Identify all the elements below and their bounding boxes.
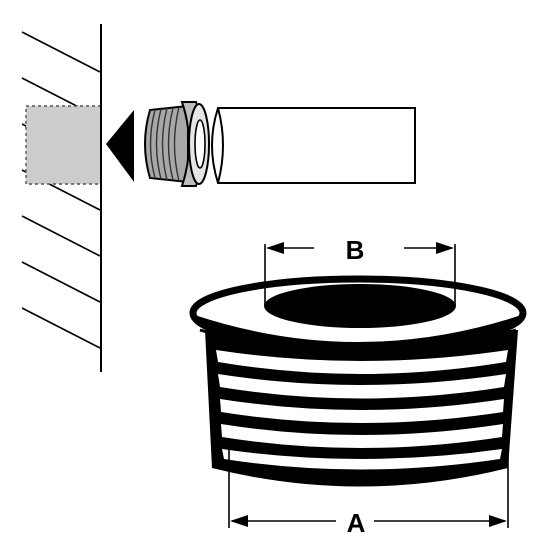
thread-ridge: [220, 399, 504, 423]
fitting-thread: [167, 107, 174, 181]
fitting-thread: [149, 109, 156, 179]
wall-opening: [25, 105, 102, 185]
thread-ridge: [222, 449, 502, 470]
bushing-threads: [216, 350, 508, 470]
insertion-arrow-icon: [106, 110, 134, 182]
thread-ridge: [216, 350, 508, 374]
dimension-b-arrow-left-icon: [266, 242, 284, 254]
dimension-a-arrow-left-icon: [230, 515, 248, 527]
fitting-thread: [161, 107, 168, 181]
dimension-b: [264, 242, 456, 306]
wall-installation: [21, 24, 416, 372]
dimension-b-arrow-right-icon: [436, 242, 454, 254]
bushing-bore: [264, 284, 456, 328]
dimension-a-arrow-right-icon: [489, 515, 507, 527]
hatch-line: [21, 307, 101, 349]
hatch-line: [21, 31, 101, 73]
wall-hatching: [21, 31, 101, 349]
fitting-thread: [155, 108, 162, 180]
fitting-thread: [173, 106, 180, 182]
thread-ridge: [218, 374, 506, 399]
reducer-bushing: [189, 275, 527, 487]
dimension-a: [228, 440, 509, 528]
dimension-b-label: B: [346, 235, 365, 265]
small-reducer-fitting: [144, 101, 210, 187]
thread-ridge: [221, 424, 503, 448]
hatch-line: [21, 215, 101, 257]
dimension-a-label: A: [347, 508, 366, 538]
hatch-line: [21, 261, 101, 303]
pipe: [211, 107, 416, 184]
